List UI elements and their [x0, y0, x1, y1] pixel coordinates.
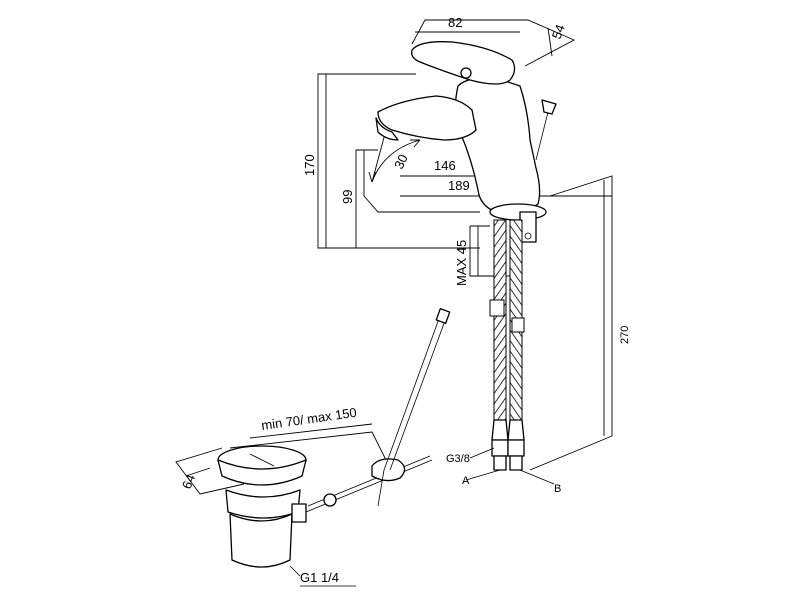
rod-range-label: min 70/ max 150: [260, 405, 357, 433]
popup-waste: [175, 308, 451, 568]
dimension-frame-top: [317, 19, 613, 471]
hose-a-label: A: [462, 475, 470, 487]
max-thickness-label: MAX 45: [454, 240, 469, 286]
total-depth-label: 189: [448, 178, 470, 193]
spout-reach-label: 146: [434, 158, 456, 173]
width-label: 82: [448, 15, 462, 30]
spout-height-label: 99: [340, 190, 355, 204]
waste-thread-label: G1 1/4: [300, 570, 339, 585]
hose-b-label: B: [554, 483, 561, 495]
faucet-body: [375, 41, 557, 243]
height-label: 170: [302, 154, 317, 176]
hose-thread-label: G3/8: [446, 453, 470, 465]
supply-hoses: [465, 219, 555, 485]
angle-label: 30: [391, 152, 411, 171]
hose-length-label: 270: [619, 326, 631, 344]
plug-diameter-label: 64: [179, 472, 198, 491]
depth-label: 54: [549, 22, 568, 41]
